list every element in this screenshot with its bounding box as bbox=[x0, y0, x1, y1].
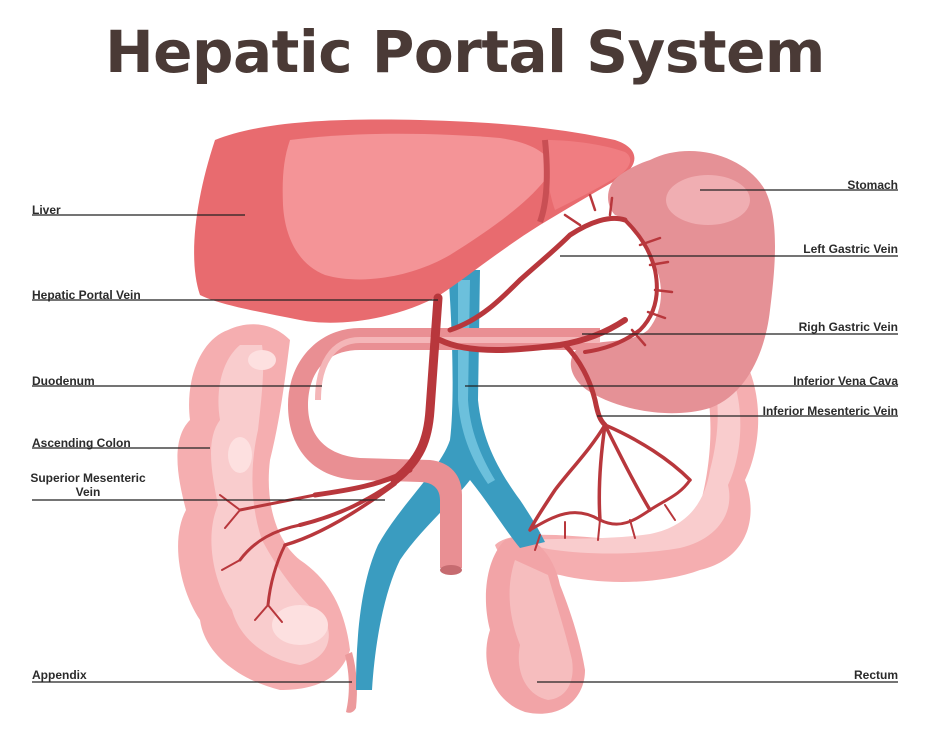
label-ascending-colon: Ascending Colon bbox=[32, 436, 131, 450]
label-duodenum: Duodenum bbox=[32, 374, 95, 388]
label-superior-mesenteric-vein-line1: Superior Mesenteric bbox=[30, 471, 146, 485]
label-liver: Liver bbox=[32, 203, 61, 217]
page-title: Hepatic Portal System bbox=[105, 18, 825, 86]
label-rectum: Rectum bbox=[853, 668, 898, 682]
label-inferior-mesenteric-vein: Inferior Mesenteric Vein bbox=[762, 404, 898, 418]
label-right-gastric-vein: Righ Gastric Vein bbox=[798, 320, 898, 334]
liver bbox=[194, 119, 635, 323]
label-left-gastric-vein: Left Gastric Vein bbox=[803, 242, 898, 256]
duodenum bbox=[288, 328, 600, 575]
label-superior-mesenteric-vein-line2: Vein bbox=[75, 485, 101, 499]
label-superior-mesenteric-vein: Superior Mesenteric Vein bbox=[28, 471, 148, 499]
ascending-colon bbox=[177, 324, 357, 713]
label-hepatic-portal-vein: Hepatic Portal Vein bbox=[32, 288, 141, 302]
label-inferior-vena-cava: Inferior Vena Cava bbox=[793, 374, 898, 388]
label-stomach: Stomach bbox=[847, 178, 898, 192]
portal-veins bbox=[219, 193, 692, 623]
leader-lines bbox=[32, 189, 898, 683]
label-appendix: Appendix bbox=[32, 668, 87, 682]
